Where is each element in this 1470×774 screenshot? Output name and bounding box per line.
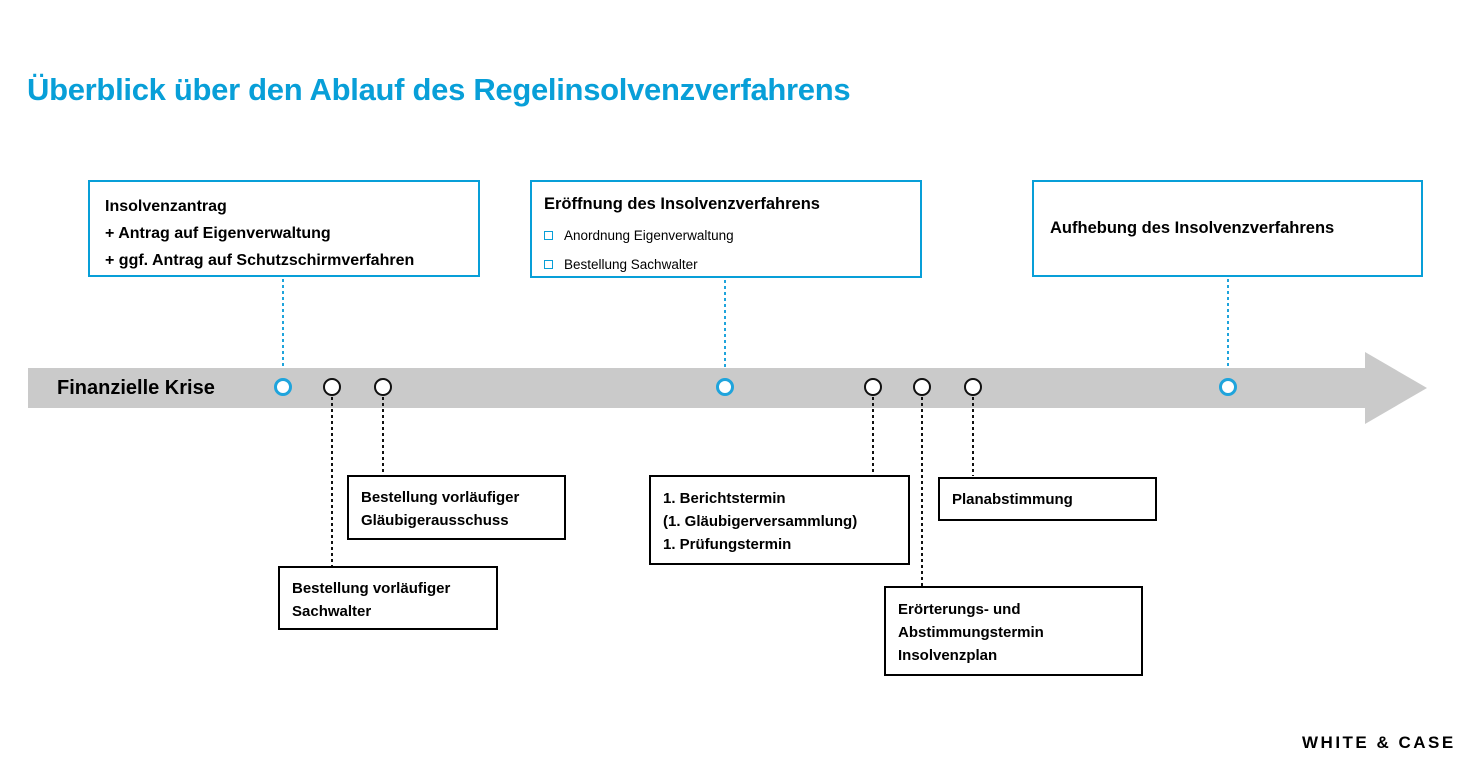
milestone-marker-black [323,378,341,396]
milestone-marker-black [864,378,882,396]
phase-line: + ggf. Antrag auf Schutzschirmverfahren [105,252,415,269]
event-line: Abstimmungstermin [898,624,1044,641]
event-line: Sachwalter [292,603,372,620]
event-box-berichtstermin: 1. Berichtstermin (1. Gläubigerversammlu… [649,475,910,565]
connector-dotted-blue [282,279,284,377]
event-line: (1. Gläubigerversammlung) [663,513,858,530]
event-box-glaeubigerausschuss: Bestellung vorläufiger Gläubigerausschus… [347,475,566,540]
connector-dotted-black [972,397,974,476]
timeline-bar [28,368,1365,408]
square-bullet-icon [544,231,553,240]
milestone-marker-blue [1219,378,1237,396]
connector-dotted-black [382,397,384,475]
milestone-marker-blue [716,378,734,396]
event-line: Bestellung vorläufiger [292,580,451,597]
phase-line: + Antrag auf Eigenverwaltung [105,225,331,242]
phase-box-eroeffnung: Eröffnung des Insolvenzverfahrens Anordn… [530,180,922,278]
connector-dotted-black [872,397,874,475]
milestone-marker-black [964,378,982,396]
connector-dotted-black [331,397,333,566]
milestone-marker-black [913,378,931,396]
white-and-case-logo: WHITE & CASE [1302,733,1456,752]
bullet-label: Bestellung Sachwalter [564,257,698,272]
event-line: Gläubigerausschuss [361,512,509,529]
square-bullet-icon [544,260,553,269]
milestone-marker-blue [274,378,292,396]
bullet-item: Anordnung Eigenverwaltung [544,228,920,243]
phase-box-aufhebung: Aufhebung des Insolvenzverfahrens [1032,180,1423,277]
event-line: Insolvenzplan [898,647,998,664]
timeline-label: Finanzielle Krise [57,376,215,399]
event-line: Bestellung vorläufiger [361,489,520,506]
timeline-arrowhead-icon [1365,352,1427,424]
connector-dotted-blue [1227,279,1229,377]
phase-line: Insolvenzantrag [105,198,227,215]
bullet-item: Bestellung Sachwalter [544,257,920,272]
page-title: Überblick über den Ablauf des Regelinsol… [27,72,851,107]
event-line: Planabstimmung [952,490,1073,508]
phase-heading: Aufhebung des Insolvenzverfahrens [1050,219,1335,237]
event-box-sachwalter: Bestellung vorläufiger Sachwalter [278,566,498,630]
connector-dotted-black [921,397,923,586]
phase-heading: Eröffnung des Insolvenzverfahrens [544,195,820,213]
event-box-eroerterung: Erörterungs- und Abstimmungstermin Insol… [884,586,1143,676]
event-line: Erörterungs- und [898,601,1021,618]
phase-box-insolvenzantrag: Insolvenzantrag + Antrag auf Eigenverwal… [88,180,480,277]
milestone-marker-black [374,378,392,396]
event-line: 1. Prüfungstermin [663,536,792,553]
connector-dotted-blue [724,280,726,377]
bullet-label: Anordnung Eigenverwaltung [564,228,734,243]
event-box-planabstimmung: Planabstimmung [938,477,1157,521]
event-line: 1. Berichtstermin [663,490,786,507]
